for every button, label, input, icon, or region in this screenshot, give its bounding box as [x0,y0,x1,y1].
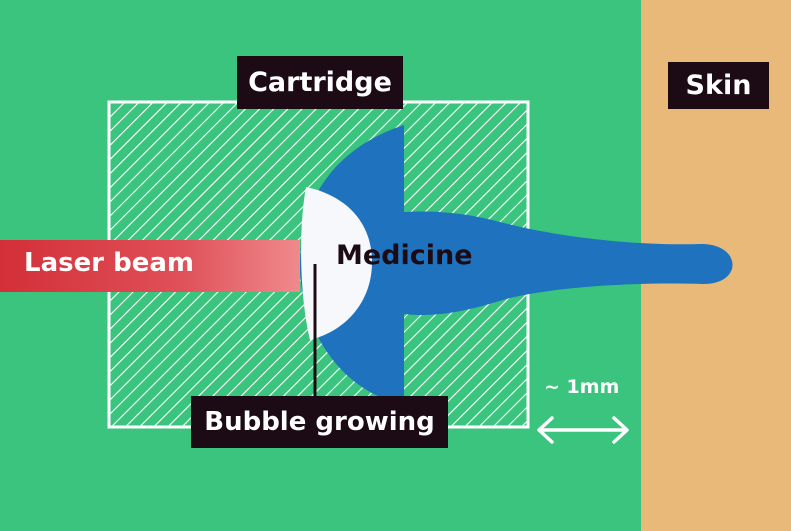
skin-label: Skin [668,62,769,109]
bubble [301,187,372,340]
medicine-label: Medicine [336,240,473,271]
bubble-growing-label-text: Bubble growing [204,407,435,437]
medicine-blob [300,125,733,396]
cartridge-label-text: Cartridge [248,67,392,98]
skin-label-text: Skin [685,70,752,101]
distance-arrow [537,416,629,444]
laser-beam [0,240,300,292]
cartridge-label: Cartridge [237,56,403,109]
distance-label: ~ 1mm [544,376,620,398]
bubble-growing-label: Bubble growing [191,396,448,448]
laser-beam-label: Laser beam [24,248,194,278]
